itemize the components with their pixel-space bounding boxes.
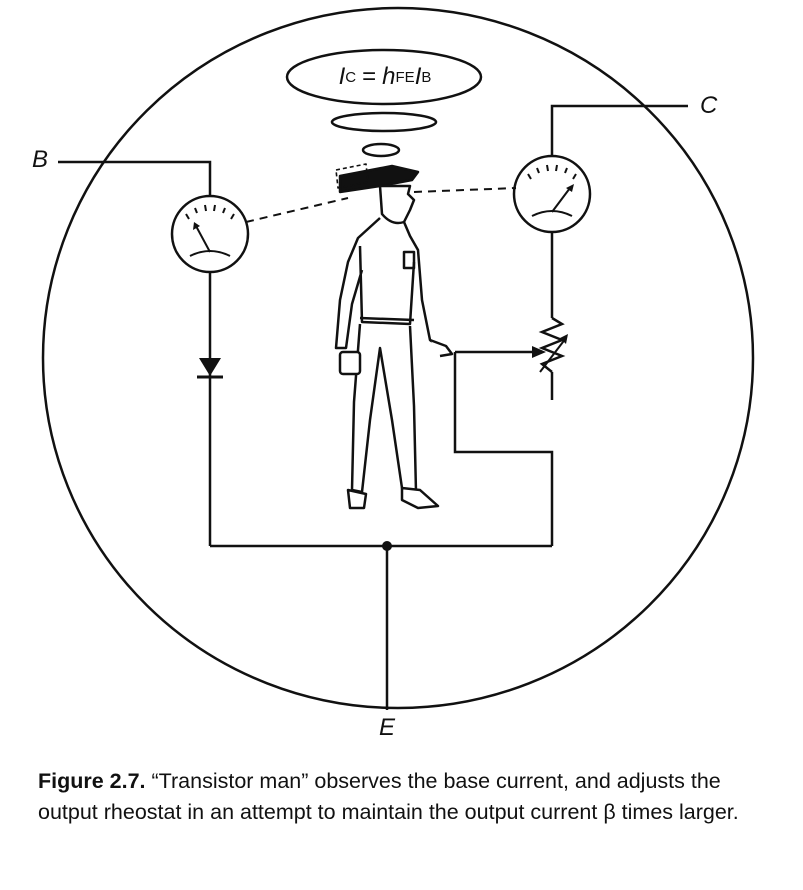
thought-bubble-medium: [330, 111, 438, 133]
figure-caption: Figure 2.7. “Transistor man” observes th…: [38, 766, 773, 828]
rheostat-icon: [538, 316, 566, 373]
terminal-label-base: B: [32, 146, 49, 173]
collector-lead-wire: [550, 104, 688, 160]
transistor-man-figure: [334, 163, 454, 510]
base-lead-wire: [58, 160, 212, 196]
rheostat-wiper-arrow: [532, 346, 546, 358]
collector-subscript: C: [345, 68, 357, 86]
sight-line-collector: [413, 187, 517, 193]
figure-caption-label: Figure 2.7.: [38, 769, 146, 793]
terminal-label-emitter: E: [379, 714, 396, 741]
equals-sign: =: [362, 63, 377, 90]
base-current-symbol: I: [414, 63, 422, 90]
thought-bubble-small: [361, 142, 401, 158]
terminal-label-collector: C: [700, 92, 718, 119]
ammeter-icon: [170, 194, 250, 274]
thought-bubble-large: [285, 48, 483, 106]
ammeter-icon: [512, 154, 592, 234]
circuit-diagram: [41, 6, 755, 710]
gain-subscript: FE: [395, 68, 415, 86]
emitter-junction-dot: [382, 541, 392, 551]
gain-symbol: h: [382, 63, 396, 90]
rheostat-return-wire: [453, 352, 554, 546]
sight-line-base: [245, 197, 349, 223]
diode-icon: [197, 358, 223, 379]
rheostat-adjust-arrow: [539, 337, 567, 373]
transistor-outline-circle: [41, 6, 755, 710]
base-subscript: B: [421, 68, 432, 86]
collector-current-symbol: I: [338, 63, 346, 90]
figure-caption-text: “Transistor man” observes the base curre…: [38, 769, 739, 824]
rheostat-adjust-arrowhead: [560, 334, 568, 344]
